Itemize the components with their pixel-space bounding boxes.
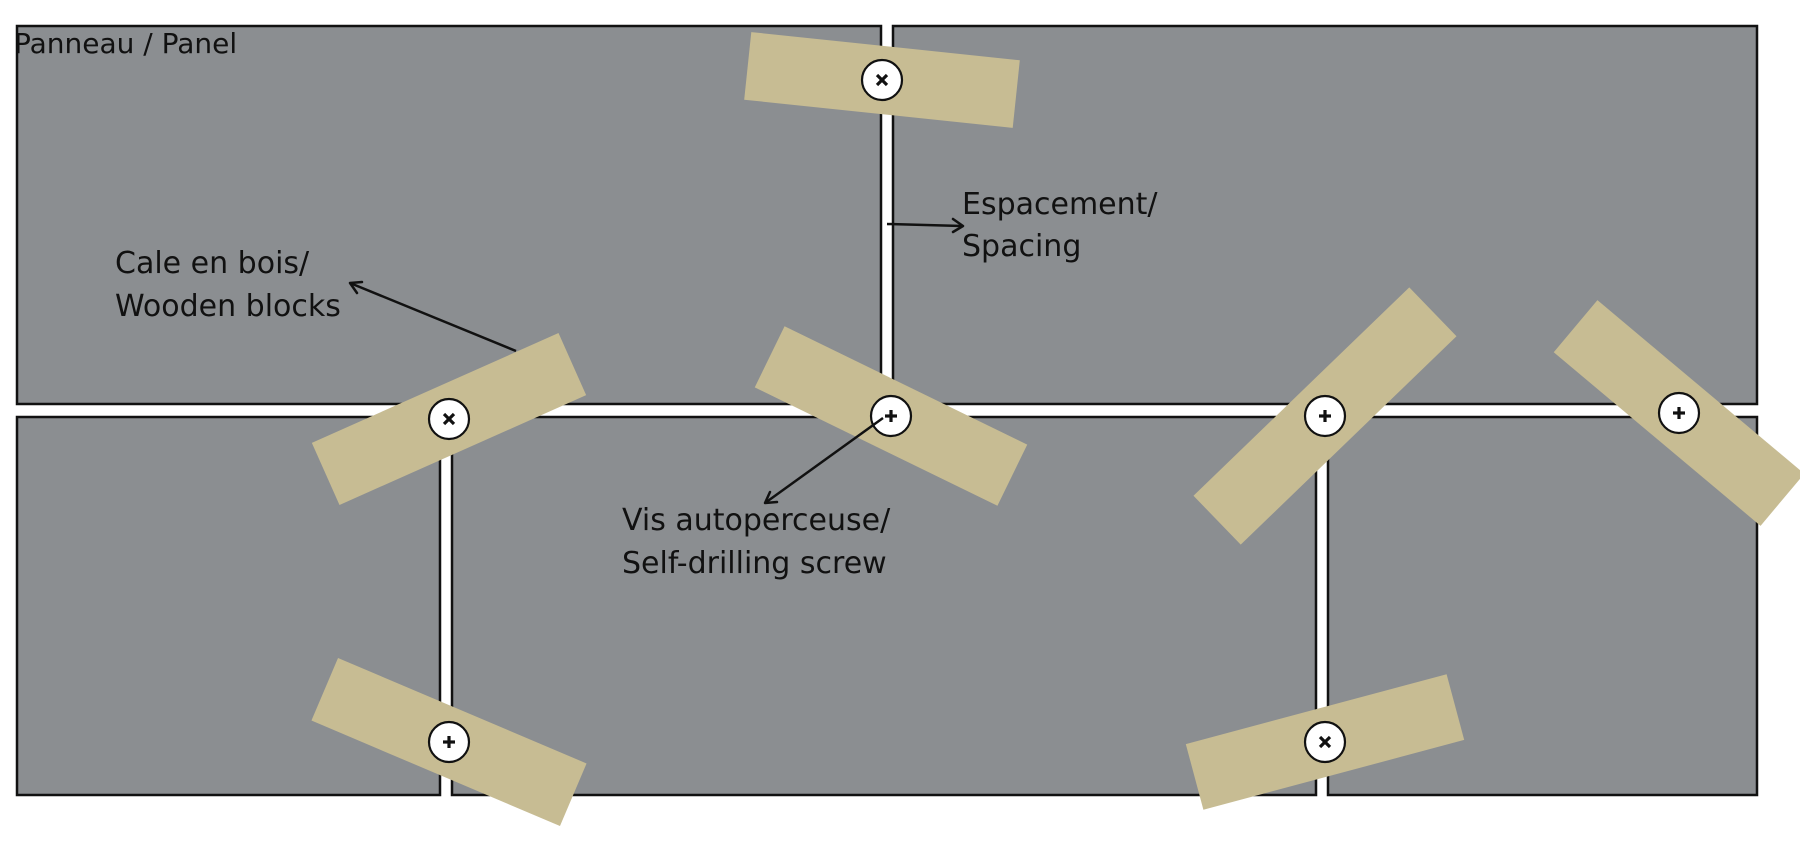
screw-label-line1: Vis autoperceuse/ [622, 503, 891, 538]
screw-icon [1303, 394, 1347, 438]
wooden-blocks-label-line2: Wooden blocks [115, 289, 341, 324]
spacing-label-line2: Spacing [962, 229, 1081, 264]
panel-label: Panneau / Panel [14, 27, 237, 60]
spacing-label-line1: Espacement/ [962, 187, 1158, 222]
screw-icon [427, 720, 471, 764]
screw-icon [869, 394, 913, 438]
wooden-blocks-arrow [348, 280, 517, 353]
screw-icon [1657, 391, 1701, 435]
screw-label-line2: Self-drilling screw [622, 546, 887, 581]
leader-arrows [348, 217, 965, 505]
screw-arrow [763, 416, 884, 505]
wooden-blocks-label-line1: Cale en bois/ [115, 246, 310, 281]
labels: Panneau / Panel Espacement/ Spacing Cale… [14, 27, 1158, 581]
screw-icon [427, 397, 471, 441]
spacing-arrow [886, 217, 965, 234]
panel-top-left [15, 24, 883, 406]
screw-icon [860, 58, 904, 102]
screws [427, 58, 1701, 764]
panels [15, 24, 1759, 797]
screw-icon [1303, 720, 1347, 764]
panel-bottom-middle [450, 415, 1318, 797]
